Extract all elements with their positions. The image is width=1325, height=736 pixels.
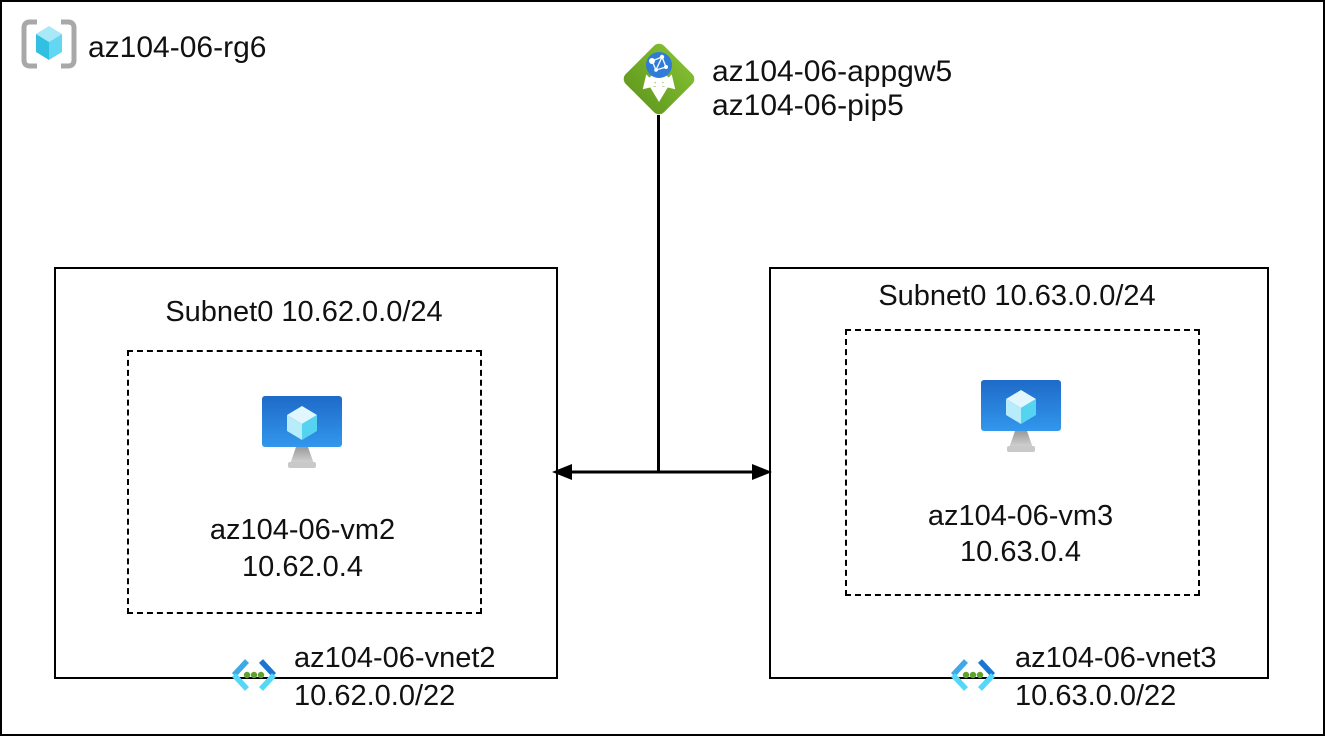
vnet2-box (54, 267, 558, 679)
vm-name-right: az104-06-vm3 (927, 500, 1114, 532)
vm-labels-left: az104-06-vm2 10.62.0.4 (127, 512, 478, 586)
subnet0-right-dashed-box (845, 329, 1200, 596)
vnet3-box (769, 267, 1269, 679)
vm-name-left: az104-06-vm2 (209, 514, 396, 546)
app-gateway-labels: az104-06-appgw5 az104-06-pip5 (712, 55, 952, 123)
vm-ip-right: 10.63.0.4 (960, 536, 1081, 568)
subnet-label-right: Subnet0 10.63.0.0/24 (878, 280, 1156, 312)
resource-group-icon (21, 19, 77, 69)
vnet-cidr-left: 10.62.0.0/22 (294, 680, 456, 712)
vnet-labels-left: az104-06-vnet2 10.62.0.0/22 (294, 639, 496, 715)
virtual-machine-icon-left (262, 396, 342, 470)
application-gateway-icon (619, 39, 699, 119)
vnet-cidr-right: 10.63.0.0/22 (1015, 680, 1177, 712)
gateway-connector-line (657, 115, 660, 472)
vm-labels-right: az104-06-vm3 10.63.0.4 (845, 498, 1196, 570)
vm-ip-left: 10.62.0.4 (242, 551, 363, 583)
virtual-network-icon-left (226, 652, 282, 698)
app-gateway-pip: az104-06-pip5 (712, 89, 904, 122)
vnet-peering-arrow (546, 457, 778, 487)
subnet0-left-dashed-box (127, 350, 482, 614)
vnet-name-left: az104-06-vnet2 (294, 642, 496, 674)
vnet-labels-right: az104-06-vnet3 10.63.0.0/22 (1015, 639, 1217, 715)
subnet-label-left: Subnet0 10.62.0.0/24 (165, 296, 443, 328)
resource-group-label: az104-06-rg6 (88, 31, 267, 64)
virtual-machine-icon-right (981, 380, 1061, 454)
app-gateway-name: az104-06-appgw5 (712, 55, 953, 88)
vnet-name-right: az104-06-vnet3 (1015, 642, 1217, 674)
virtual-network-icon-right (945, 652, 1001, 698)
